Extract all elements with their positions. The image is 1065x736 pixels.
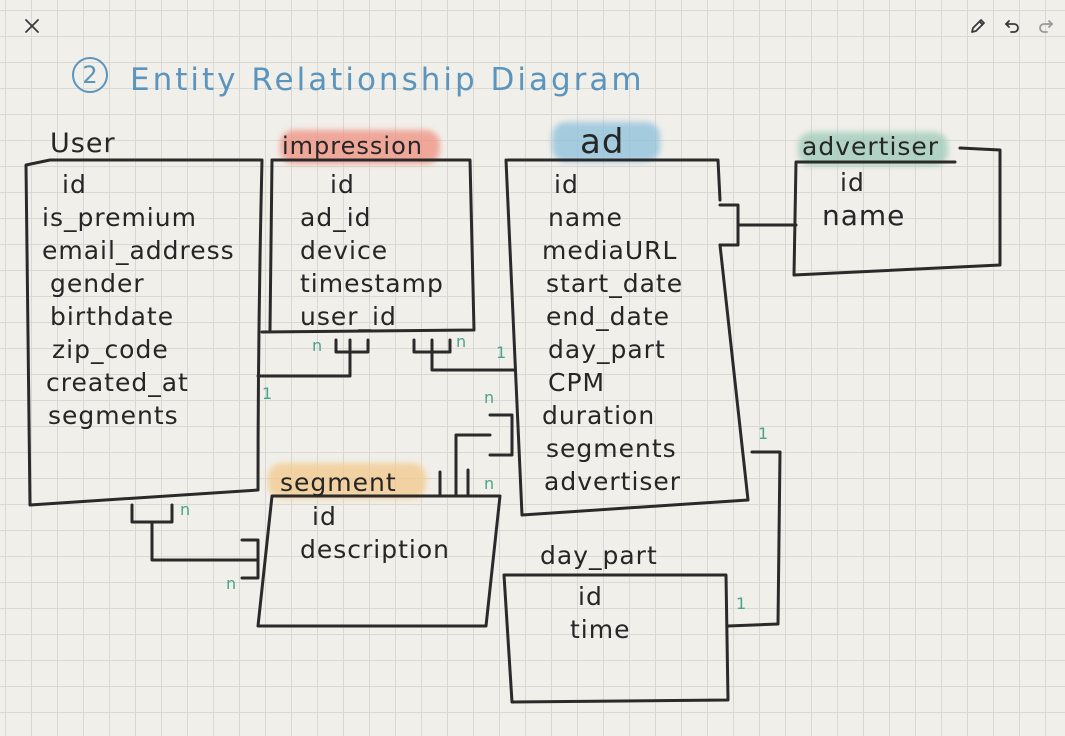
segment-field-description: description [300, 535, 451, 564]
advertiser-entity-title: advertiser [802, 132, 940, 161]
pencil-button[interactable] [964, 12, 992, 40]
card-impression-ad-n: n [456, 332, 467, 351]
card-ad-segment-n2: n [484, 474, 495, 493]
segment-entity-title: segment [280, 468, 397, 497]
user-entity-title: User [50, 128, 116, 159]
ad-entity-fields: id name mediaURL start_date end_date day… [542, 168, 682, 498]
ad-field-name: name [548, 203, 623, 232]
user-field-is-premium: is_premium [42, 203, 197, 232]
segment-entity-fields: id description [300, 500, 450, 566]
impression-field-user-id: user_id [300, 302, 397, 331]
user-entity-fields: id is_premium email_address gender birth… [42, 168, 235, 432]
impression-field-timestamp: timestamp [300, 269, 444, 298]
segment-highlight [268, 463, 426, 499]
card-ad-daypart-1a: 1 [758, 424, 769, 443]
ad-field-id: id [554, 170, 579, 199]
advertiser-entity-fields: id name [822, 166, 905, 232]
rel-ad-segment [438, 413, 514, 498]
card-user-impression-n: n [312, 336, 323, 355]
diagram-title: Entity Relationship Diagram [130, 62, 645, 98]
ad-field-start-date: start_date [546, 269, 684, 298]
ad-field-day-part: day_part [548, 335, 666, 364]
impression-field-ad-id: ad_id [300, 203, 372, 232]
user-field-created-at: created_at [46, 368, 189, 397]
ad-field-duration: duration [542, 401, 656, 430]
impression-box-left [268, 158, 274, 332]
card-user-segment-n1: n [180, 500, 191, 519]
ad-field-segments: segments [546, 434, 677, 463]
impression-field-device: device [300, 236, 389, 265]
rel-ad-advertiser [718, 203, 798, 247]
user-field-birthdate: birthdate [50, 302, 175, 331]
user-field-gender: gender [50, 269, 145, 298]
card-ad-daypart-1b: 1 [736, 594, 747, 613]
card-user-impression-1: 1 [262, 384, 273, 403]
impression-field-id: id [330, 170, 355, 199]
redo-icon [1039, 20, 1053, 33]
undo-button[interactable] [998, 12, 1026, 40]
day-part-entity-fields: id time [570, 580, 630, 646]
user-field-segments: segments [48, 401, 179, 430]
ad-field-cpm: CPM [548, 368, 606, 397]
impression-entity-title: impression [282, 132, 423, 160]
day-part-entity-title: day_part [540, 541, 658, 570]
advertiser-field-id: id [840, 168, 865, 197]
ad-entity-title: ad [580, 122, 625, 162]
advertiser-field-name: name [822, 199, 906, 232]
day-part-field-time: time [570, 615, 631, 644]
card-impression-ad-1: 1 [496, 343, 507, 362]
rel-user-segment [130, 503, 260, 580]
close-icon [25, 19, 39, 33]
user-field-email-address: email_address [42, 236, 235, 265]
ad-field-end-date: end_date [546, 302, 670, 331]
pencil-icon [971, 19, 985, 33]
ad-field-advertiser: advertiser [544, 467, 682, 496]
impression-entity-fields: id ad_id device timestamp user_id [300, 168, 444, 333]
card-user-segment-n2: n [226, 574, 237, 593]
user-field-id: id [62, 170, 87, 199]
card-ad-segment-n1: n [484, 388, 495, 407]
diagram-number: 2 [72, 57, 108, 93]
redo-button[interactable] [1032, 12, 1060, 40]
ad-highlight [552, 122, 660, 162]
day-part-field-id: id [578, 582, 603, 611]
undo-icon [1005, 20, 1019, 33]
close-button[interactable] [18, 12, 46, 40]
impression-highlight [280, 130, 440, 164]
user-field-zip-code: zip_code [52, 335, 169, 364]
ad-field-media-url: mediaURL [542, 236, 678, 265]
segment-field-id: id [312, 502, 337, 531]
